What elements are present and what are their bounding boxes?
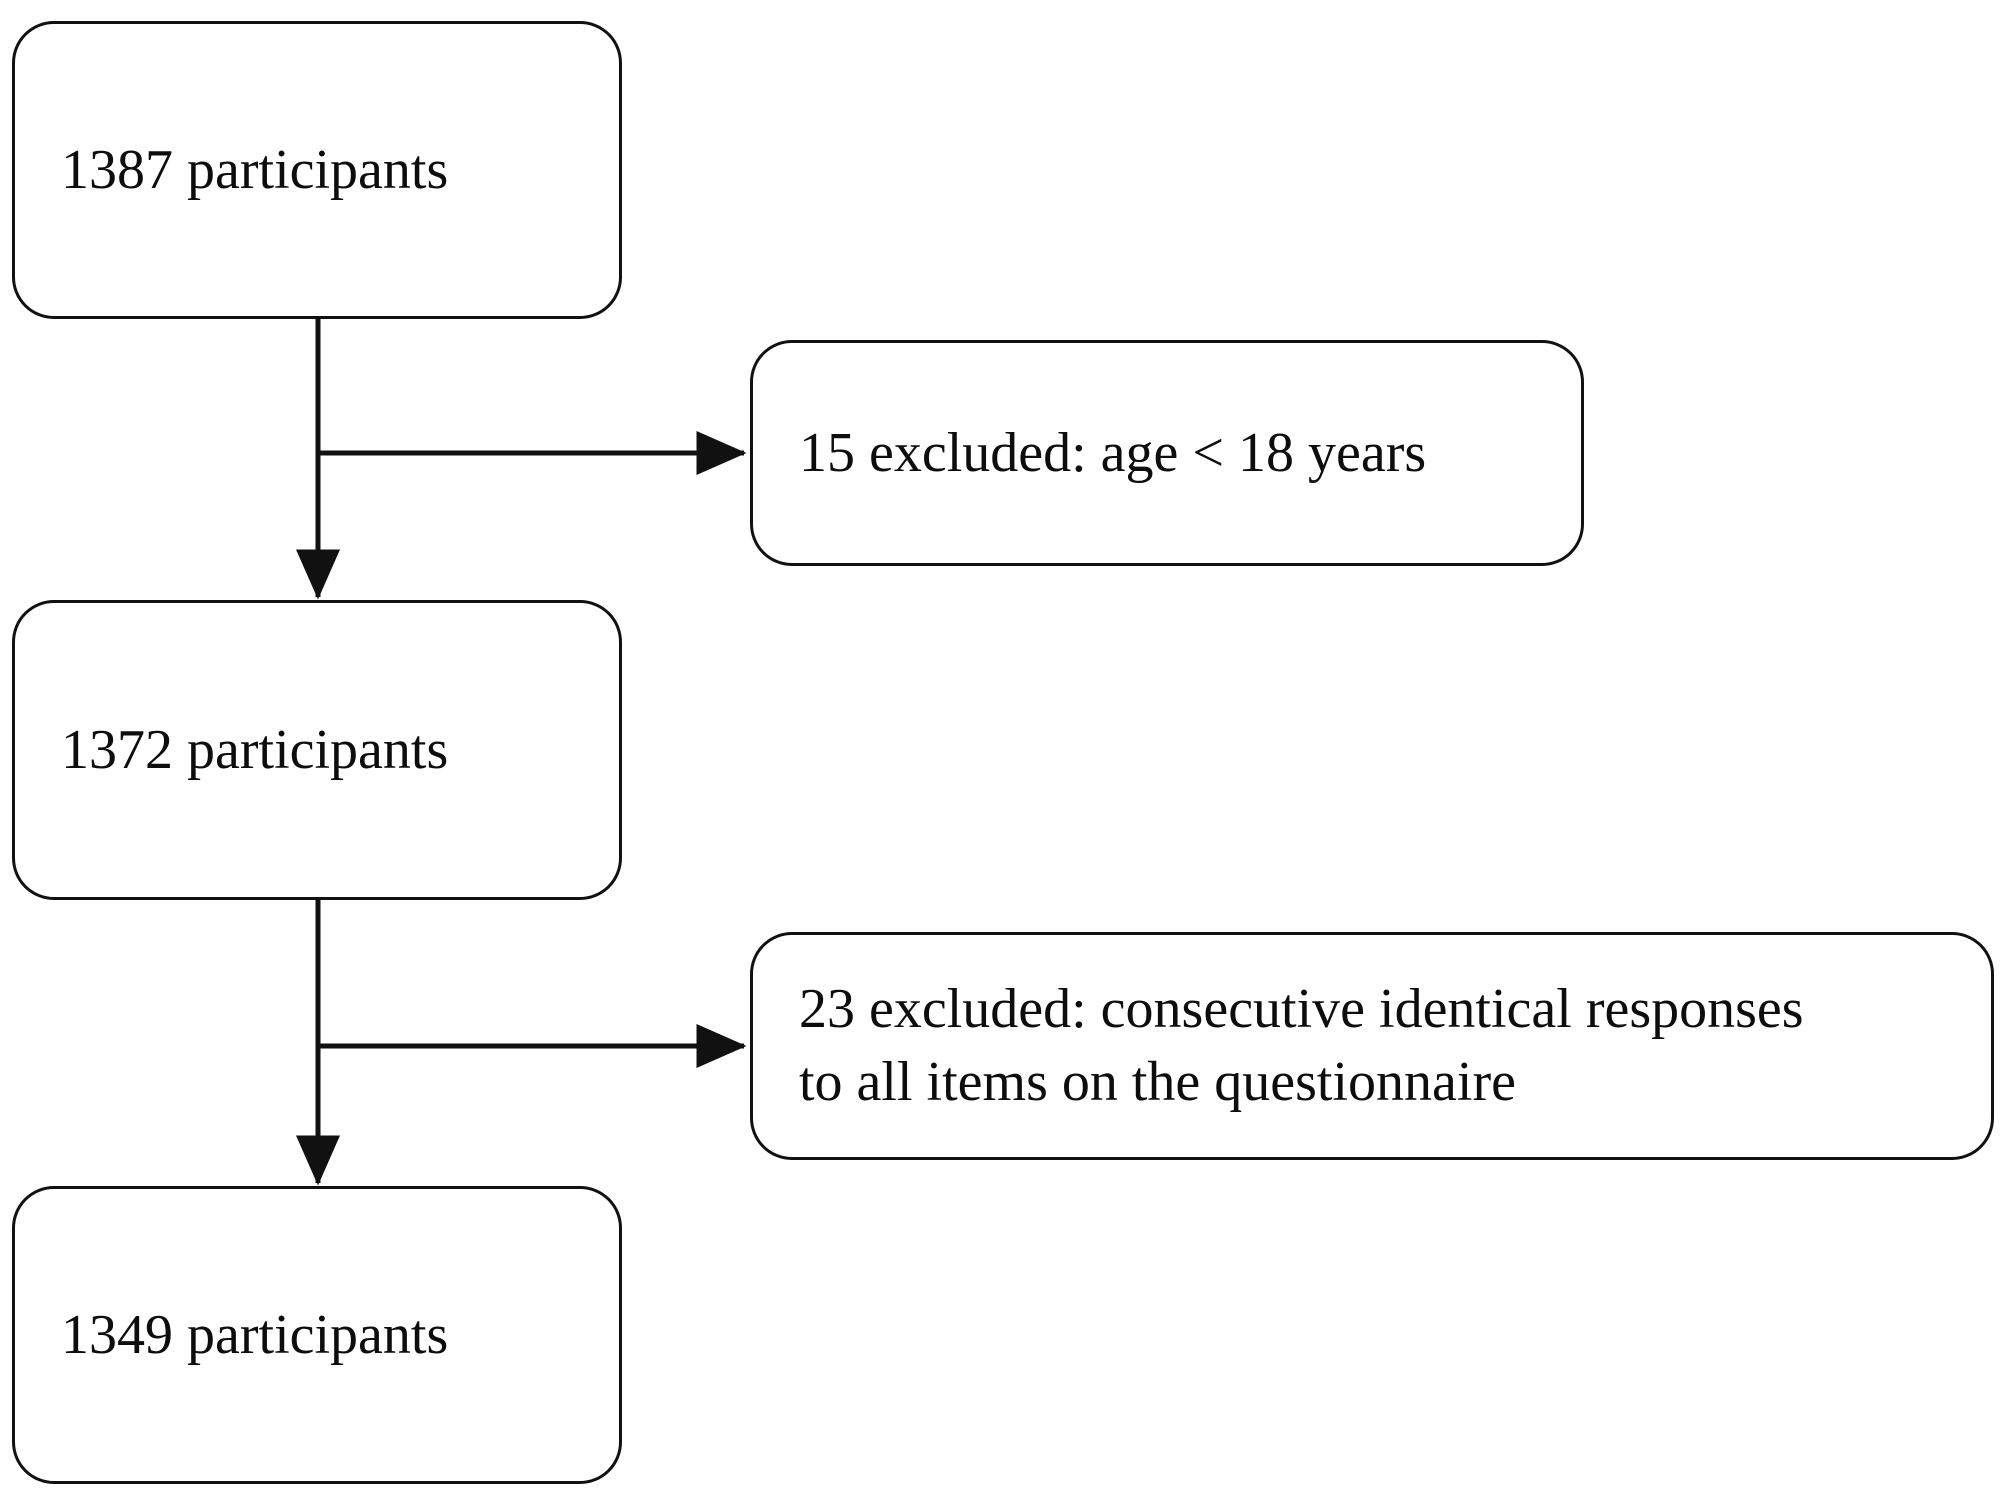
node-excluded-identical-responses-label: 23 excluded: consecutive identical respo… bbox=[799, 978, 1804, 1113]
node-final-participants: 1349 participants bbox=[12, 1186, 622, 1484]
node-stage2-participants-label: 1372 participants bbox=[61, 719, 449, 781]
node-total-participants-label: 1387 participants bbox=[61, 139, 449, 201]
node-excluded-age: 15 excluded: age < 18 years bbox=[750, 340, 1584, 566]
node-stage2-participants: 1372 participants bbox=[12, 600, 622, 900]
node-excluded-identical-responses: 23 excluded: consecutive identical respo… bbox=[750, 932, 1994, 1160]
node-total-participants: 1387 participants bbox=[12, 21, 622, 319]
node-excluded-age-label: 15 excluded: age < 18 years bbox=[799, 422, 1427, 484]
node-final-participants-label: 1349 participants bbox=[61, 1304, 449, 1366]
